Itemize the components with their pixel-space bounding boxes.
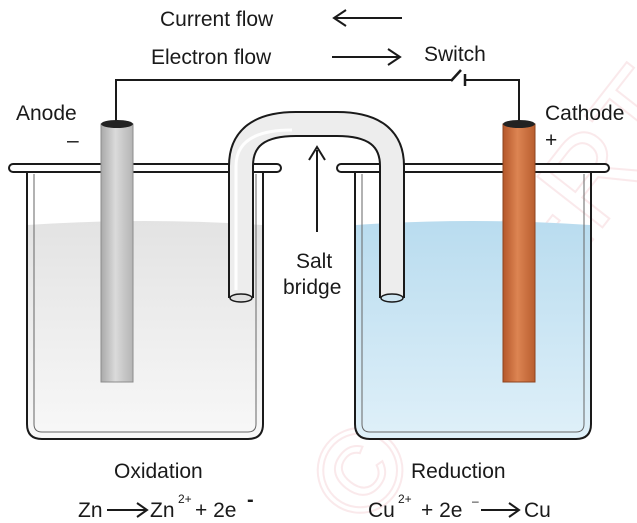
reduction-reactant-charge: 2+: [398, 492, 412, 506]
oxidation-arrow: [107, 502, 149, 518]
salt-bridge: [228, 111, 405, 303]
anode-sign: –: [67, 129, 79, 152]
cathode-sign: +: [545, 129, 557, 152]
electron-flow-arrow: [332, 48, 402, 66]
electron-flow-label: Electron flow: [151, 46, 272, 69]
oxidation-product: Zn: [150, 499, 175, 522]
reduction-reactant: Cu: [368, 499, 395, 522]
left-solution: [27, 221, 262, 438]
reduction-arrow: [481, 502, 521, 518]
right-beaker-rim: [336, 163, 610, 173]
zinc-anode-electrode: [100, 120, 134, 383]
switch-icon[interactable]: [450, 69, 467, 86]
left-beaker: [8, 163, 282, 440]
oxidation-product-charge: 2+: [178, 492, 192, 506]
salt-bridge-pointer: [308, 145, 326, 232]
salt-bridge-label-line2: bridge: [283, 276, 341, 299]
reduction-electrons: + 2e: [421, 499, 462, 522]
anode-label: Anode: [16, 102, 77, 125]
oxidation-reactant: Zn: [78, 499, 103, 522]
left-beaker-rim: [8, 163, 282, 173]
current-flow-label: Current flow: [160, 8, 274, 31]
oxidation-label: Oxidation: [114, 460, 203, 483]
current-flow-arrow: [332, 9, 402, 27]
circuit-wire: [115, 79, 520, 124]
oxidation-electron-sign: -: [247, 489, 254, 511]
copper-cathode-electrode: [502, 120, 536, 383]
switch-label: Switch: [424, 43, 486, 66]
reduction-label: Reduction: [411, 460, 506, 483]
reduction-electron-sign: –: [472, 494, 479, 508]
reduction-equation: Cu 2+ + 2e – Cu: [368, 492, 551, 522]
salt-bridge-label-line1: Salt: [296, 250, 332, 273]
oxidation-equation: Zn Zn 2+ + 2e -: [78, 489, 254, 522]
reduction-product: Cu: [524, 499, 551, 522]
oxidation-electrons: + 2e: [195, 499, 236, 522]
cathode-label: Cathode: [545, 102, 624, 125]
